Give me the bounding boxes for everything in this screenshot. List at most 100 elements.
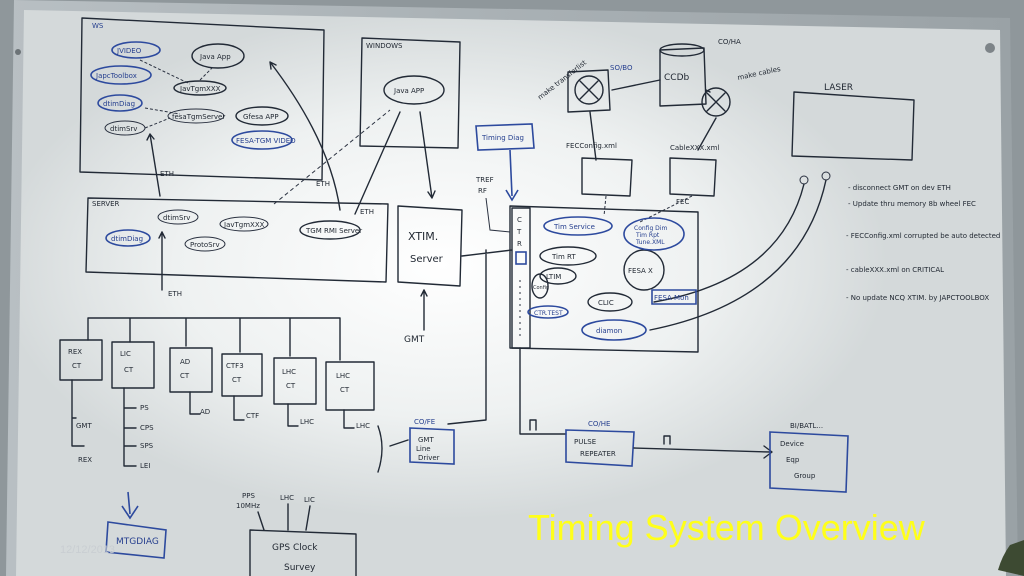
ccdb-label: CCDb [664, 73, 689, 83]
fec-note-1: Config Dim [634, 225, 667, 232]
gps-input-pps: PPS [242, 492, 255, 500]
ct-name-6: LHC [336, 372, 350, 380]
bi-box: BI/BATL... Device Eqp Group [769, 422, 849, 493]
pulse-group: CO/HE [588, 420, 610, 428]
ctr-r: R [517, 240, 522, 248]
co-ha-label: CO/HA [718, 38, 741, 46]
ct-name-5: LHC [282, 368, 296, 376]
out-gmt: GMT [76, 422, 92, 430]
windows-box: WINDOWS Java APP [359, 37, 461, 149]
cablexml-label: CableXXX.xml [670, 144, 719, 152]
ct-sub-3: CT [180, 372, 190, 380]
ws-item-jvideo: JVIDEO [116, 47, 142, 55]
pulse-repeater-box: CO/HE PULSE REPEATER [565, 420, 635, 467]
mtg-diag-box: MTGDIAG [105, 491, 167, 559]
fec-tim-service: Tim Service [553, 223, 595, 231]
ctr-c: C [517, 216, 522, 224]
fec-ltim: LTIM [546, 273, 561, 281]
fec-tim-rt: Tim RT [551, 253, 576, 261]
eth-label-3: ETH [360, 208, 374, 216]
ct-sub-1: CT [72, 362, 82, 370]
gmt-driver-line1: GMT [418, 436, 434, 444]
xtim-line2: Server [410, 254, 444, 265]
ws-item-dtimdiag: dtimDiag [103, 100, 135, 108]
ws-box: WS JVIDEO JapcToolbox Java App JavTgmXXX… [79, 17, 325, 181]
gmt-driver-group: CO/FE [414, 418, 435, 426]
note-1: - disconnect GMT on dev ETH [848, 184, 951, 192]
windows-label: WINDOWS [366, 42, 403, 50]
server-item-javtgm: JavTgmXXX [223, 221, 265, 229]
rf-label: RF [478, 187, 487, 195]
gps-input-lic: LIC [304, 496, 315, 504]
slide-title: Timing System Overview [528, 507, 925, 548]
out-lhc-2: LHC [356, 422, 370, 430]
fec-clic: CLIC [598, 299, 614, 307]
laser-label: LASER [824, 83, 853, 93]
plant-leaf [998, 540, 1024, 576]
ct-name-3: AD [180, 358, 190, 366]
fec-diamon: diamon [596, 327, 622, 335]
gmt-line-driver-box: CO/FE GMT Line Driver [409, 418, 455, 465]
ct-box-2: LIC CT [111, 341, 155, 389]
gmt-driver-line2: Line [416, 445, 431, 453]
board-surface [16, 10, 1006, 576]
out-sps: SPS [140, 442, 154, 450]
ws-item-gfesa: Gfesa APP [243, 113, 279, 121]
bi-line2: Eqp [786, 456, 800, 464]
fec-note-2: Tim Rpt [635, 232, 660, 239]
ct-sub-4: CT [232, 376, 242, 384]
out-ctf: CTF [246, 412, 259, 420]
out-lei: LEI [140, 462, 150, 470]
sobo-label: SO/BO [610, 64, 633, 72]
fec-box: FEC C T R Tim Service Tim RT FESA X LTIM… [509, 198, 699, 353]
out-cps: CPS [140, 424, 154, 432]
ct-name-2: LIC [120, 350, 131, 358]
eth-label-4: ETH [168, 290, 182, 298]
eth-label-1: ETH [160, 170, 174, 178]
ctr-t: T [516, 228, 522, 236]
server-item-rmi: TGM RMI Server [305, 227, 362, 235]
fec-label: FEC [676, 198, 689, 206]
ws-item-javtgm: JavTgmXXX [179, 85, 221, 93]
out-ad: AD [200, 408, 210, 416]
ct-box-1: REX CT [59, 339, 103, 381]
eth-label-2: ETH [316, 180, 330, 188]
xtim-line1: XTIM. [408, 230, 438, 243]
ws-item-java-app: Java App [199, 53, 231, 61]
ws-item-japctoolbox: JapcToolbox [95, 72, 137, 80]
out-ps: PS [140, 404, 149, 412]
gps-line1: GPS Clock [272, 543, 318, 553]
gmt-driver-line3: Driver [418, 454, 440, 462]
mtg-diag-label: MTGDIAG [116, 537, 159, 547]
fec-ctr-test: CTR.TEST [534, 310, 563, 317]
out-rex: REX [78, 456, 92, 464]
windows-java-app: Java APP [393, 87, 424, 95]
ct-sub-6: CT [340, 386, 350, 394]
notes: - disconnect GMT on dev ETH - Update thr… [846, 184, 1000, 302]
server-box: SERVER dtimDiag dtimSrv JavTgmXXX ProtoS… [85, 197, 389, 283]
ct-name-1: REX [68, 348, 82, 356]
ct-box-4: CTF3 CT [221, 353, 263, 397]
ct-name-4: CTF3 [226, 362, 244, 370]
laser-box: LASER [649, 83, 915, 331]
timing-diag-tag: Timing Diag [475, 123, 535, 202]
tref-label: TREF [475, 176, 494, 184]
ws-item-fesa-video: FESA-TGM VIDEO [236, 137, 296, 145]
ws-item-dtimsrv: dtimSrv [110, 125, 137, 133]
ct-box-6: LHC CT [325, 361, 375, 411]
ws-label: WS [92, 22, 104, 30]
xtim-server-box: XTIM. Server [397, 205, 463, 287]
gps-input-lhc: LHC [280, 494, 294, 502]
fec-fesa-x: FESA X [628, 267, 653, 275]
bi-group: BI/BATL... [790, 422, 823, 430]
ct-box-3: AD CT [169, 347, 213, 393]
ws-item-fesatgm: fesaTgmServer [172, 113, 225, 121]
server-item-dtimsrv: dtimSrv [163, 214, 190, 222]
server-label: SERVER [92, 200, 120, 208]
bi-line3: Group [794, 472, 816, 480]
note-3: - FECConfig.xml corrupted be auto detect… [846, 232, 1000, 240]
fec-fesa-mon: FESA Mon [654, 294, 689, 302]
ct-sub-2: CT [124, 366, 134, 374]
note-4: - cableXXX.xml on CRITICAL [846, 266, 944, 274]
server-item-dtimdiag: dtimDiag [111, 235, 143, 243]
